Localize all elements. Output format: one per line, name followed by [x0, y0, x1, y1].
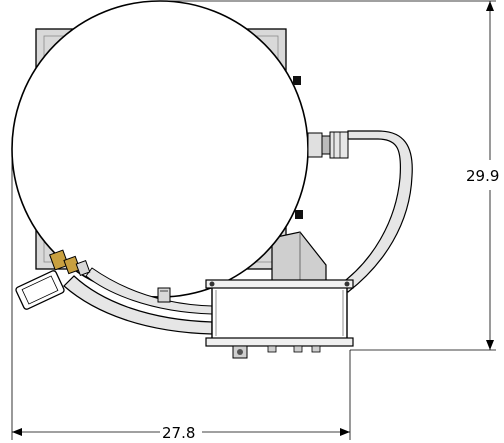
- pressure-gauge: [15, 270, 65, 310]
- right-hose: [307, 130, 413, 293]
- support-bracket: [271, 231, 327, 283]
- width-dimension: 27.8: [11, 140, 351, 442]
- height-dimension: 29.9: [160, 0, 499, 351]
- width-dimension-label: 27.8: [162, 424, 195, 442]
- bottom-housing: [205, 279, 354, 359]
- height-dimension-label: 29.9: [466, 167, 499, 185]
